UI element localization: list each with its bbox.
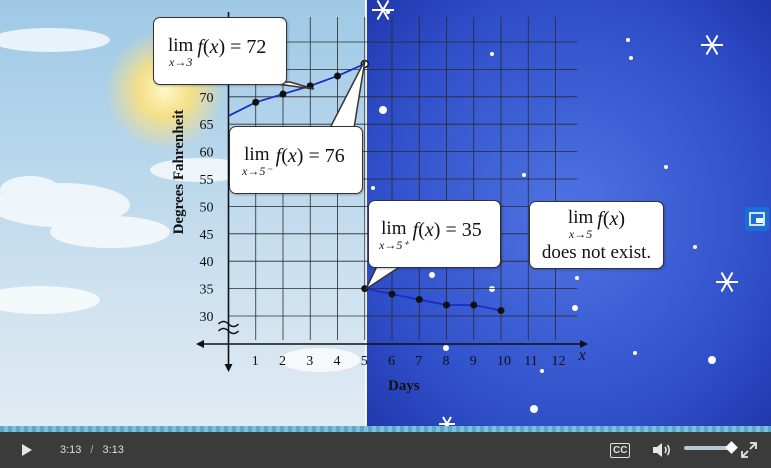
x-axis-arrow-right: [580, 340, 589, 348]
x-tick-label: 9: [470, 354, 477, 369]
limit-value: = 72: [225, 36, 267, 58]
y-tick-label: 35: [200, 283, 214, 298]
picture-in-picture-button[interactable]: [745, 207, 769, 231]
x-tick-label: 8: [443, 354, 450, 369]
x-tick-label: 7: [415, 354, 422, 369]
x-tick-label: 12: [552, 354, 566, 369]
y-tick-label: 30: [200, 310, 214, 325]
x-axis-title: Days: [388, 378, 420, 394]
func-name: f: [597, 208, 603, 230]
lim-word: lim: [567, 207, 594, 228]
volume-slider[interactable]: [684, 446, 732, 450]
x-axis-arrow-left: [196, 340, 204, 348]
x-tick-label: 3: [306, 354, 313, 369]
current-time: 3:13: [60, 444, 82, 456]
series-line-left: [228, 63, 366, 117]
x-tick-label: 10: [497, 354, 511, 369]
x-tick-label: 6: [388, 354, 395, 369]
time-separator: /: [90, 444, 94, 456]
y-tick-label: 65: [200, 118, 214, 133]
x-tick-label: 2: [279, 354, 286, 369]
y-tick-label: 70: [200, 91, 214, 106]
axis-break-mark: [217, 320, 240, 335]
func-name: f: [275, 145, 282, 167]
x-tick-label: 4: [334, 354, 341, 369]
func-name: f: [412, 219, 419, 241]
data-point-right: [443, 301, 450, 309]
series-line-right: [364, 287, 502, 312]
data-point-right: [388, 290, 396, 298]
play-icon: [22, 444, 32, 456]
play-button[interactable]: [14, 432, 40, 468]
closed-captions-icon: CC: [610, 442, 631, 458]
volume-icon: [653, 443, 671, 457]
lim-word: lim: [168, 35, 194, 56]
y-tick-label: 45: [200, 228, 214, 243]
dne-text: does not exist.: [541, 242, 652, 263]
control-bar: 3:13 / 3:13 CC: [0, 432, 771, 468]
clouds: [0, 28, 360, 372]
lim-subscript: x→5⁺: [379, 238, 409, 252]
limit-value: = 35: [440, 219, 482, 241]
fullscreen-icon: [741, 442, 757, 458]
y-axis-title: Degrees Fahrenheit: [171, 110, 187, 235]
data-point-left: [334, 72, 341, 80]
volume-button[interactable]: [652, 432, 672, 468]
lim-word: lim: [381, 218, 407, 239]
limit-value: = 76: [303, 145, 345, 167]
y-tick-label: 50: [200, 200, 214, 215]
y-tick-label: 60: [200, 146, 214, 161]
data-point-left: [279, 90, 287, 98]
func-var: x: [209, 36, 219, 58]
fullscreen-button[interactable]: [740, 432, 758, 468]
seek-bar[interactable]: [0, 426, 771, 434]
snow-dots: [371, 10, 716, 413]
closed-captions-button[interactable]: CC: [610, 432, 631, 468]
lim-subscript: x→3: [169, 55, 193, 69]
x-tick-label: 5: [361, 354, 368, 369]
data-point-right: [497, 307, 505, 315]
lim-word: lim: [244, 144, 270, 165]
time-display: 3:13 / 3:13: [60, 432, 124, 468]
x-tick-label: 11: [524, 354, 537, 369]
func-var: x: [609, 208, 619, 230]
data-point-right: [415, 296, 423, 304]
duration: 3:13: [102, 444, 124, 456]
data-point-right: [470, 301, 478, 309]
lim-subscript: x→5⁻: [242, 164, 272, 178]
func-name: f: [197, 36, 203, 58]
y-axis-arrow-down: [224, 364, 233, 372]
x-axis-symbol: x: [578, 347, 586, 364]
x-tick-label: 1: [252, 354, 259, 369]
lim-subscript: x→5: [568, 227, 593, 241]
y-tick-label: 40: [200, 255, 214, 270]
data-point-left: [252, 98, 260, 106]
picture-in-picture-icon: [749, 212, 765, 226]
func-var: x: [424, 219, 434, 241]
func-var: x: [287, 145, 297, 167]
y-tick-label: 55: [200, 173, 214, 188]
